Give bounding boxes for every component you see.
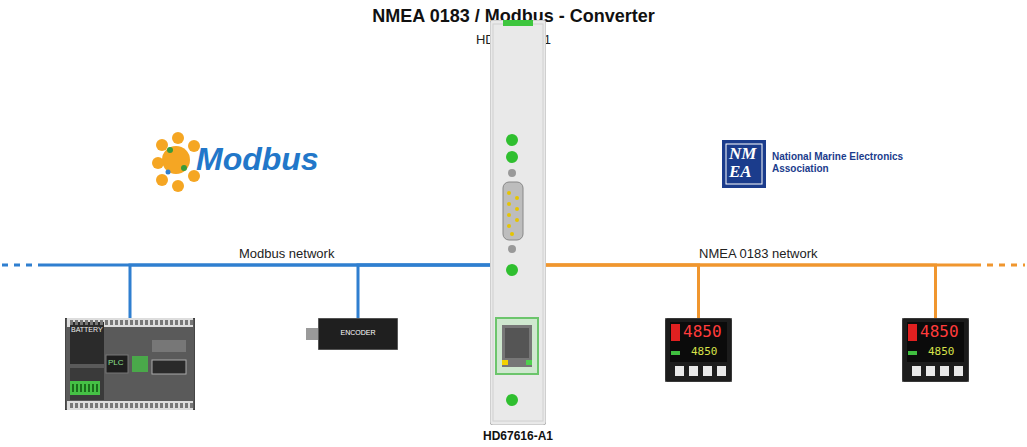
network-drop-line <box>130 265 490 318</box>
network-label: NMEA 0183 network <box>697 246 820 261</box>
encoder-label: ENCODER <box>318 329 398 336</box>
converter-device-art <box>490 20 546 425</box>
display-device: 4850 4850 <box>902 318 969 382</box>
encoder-shaft <box>306 328 318 340</box>
network-drop-line <box>546 265 936 318</box>
modbus-bus-end <box>2 264 40 267</box>
modbus-logo-text: Modbus <box>196 141 319 178</box>
nmea-logo-frame <box>726 144 762 184</box>
nmea-association-name: National Marine Electronics Association <box>772 151 922 175</box>
nmea-bus-end <box>975 264 1025 267</box>
converter-model-label: HD67616-A1 <box>460 429 576 443</box>
converter-device: HD67616-A1 <box>490 20 546 425</box>
plc-device: BATTERY PLC <box>65 318 195 410</box>
network-drop-line <box>546 265 699 318</box>
nmea-logo-square <box>722 140 766 188</box>
nmea-logo-text: NMEA <box>729 145 759 181</box>
network-drop-line <box>358 265 490 318</box>
encoder-device: ENCODER <box>318 318 398 350</box>
display-top-value: 4850 <box>683 322 722 341</box>
plc-battery-label: BATTERY <box>71 326 103 333</box>
plc-display-label: PLC <box>108 358 124 367</box>
display-bottom-value: 4850 <box>928 345 955 358</box>
network-label: Modbus network <box>237 246 336 261</box>
display-device: 4850 4850 <box>665 318 732 382</box>
modbus-logo-icon <box>152 132 200 192</box>
display-bottom-value: 4850 <box>691 345 718 358</box>
display-top-value: 4850 <box>920 322 959 341</box>
